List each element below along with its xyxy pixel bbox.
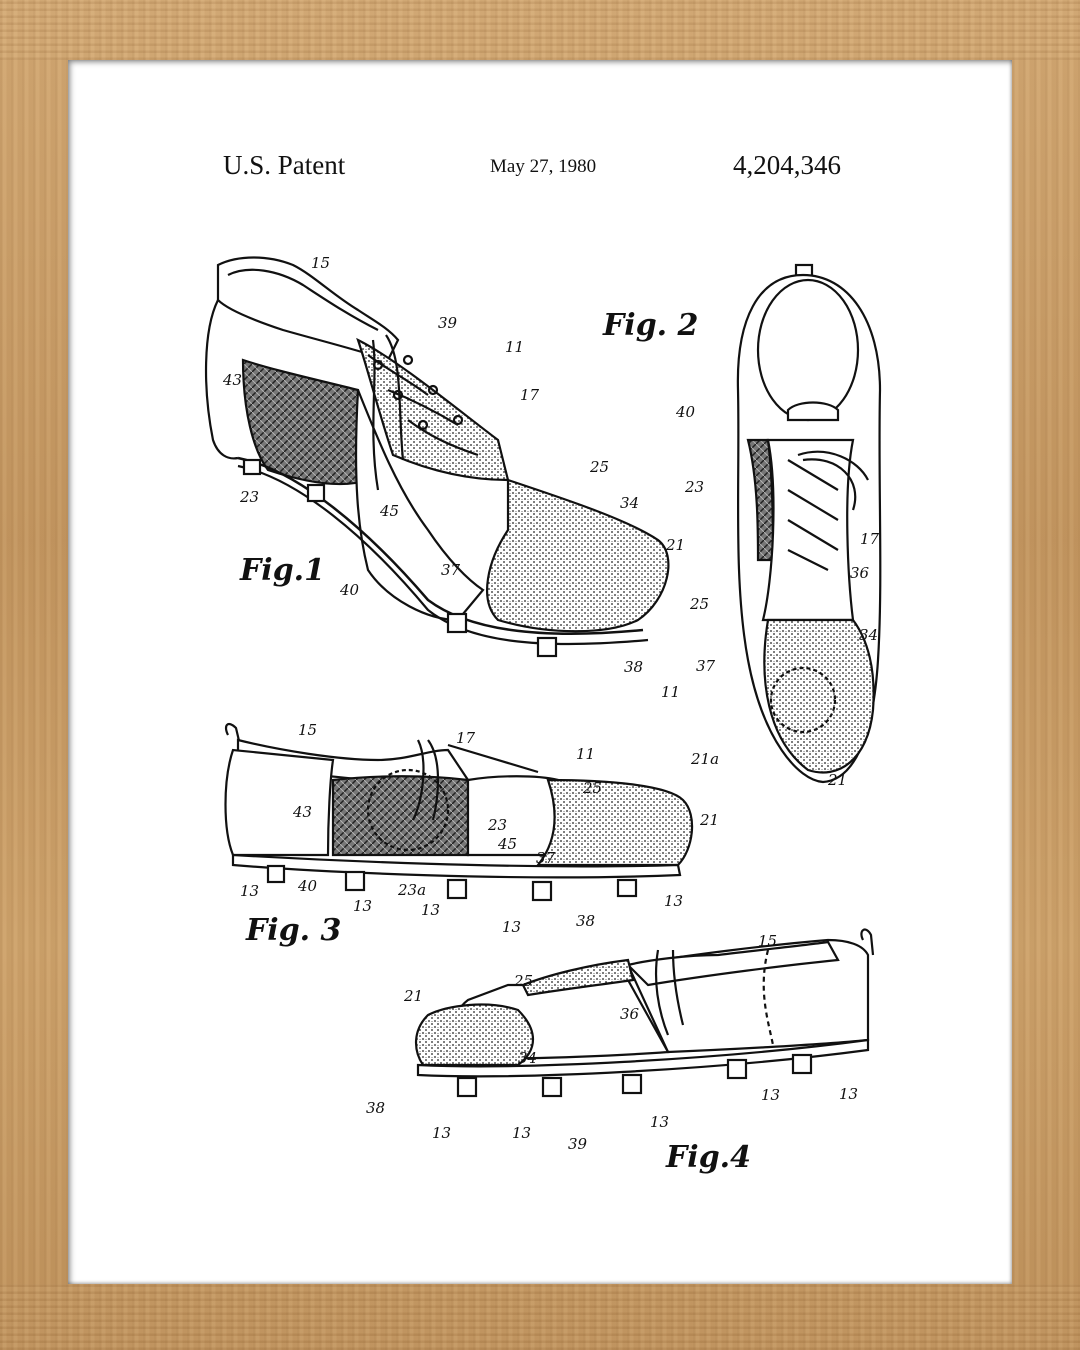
- ref-label: 38: [624, 658, 643, 676]
- ref-label: 37: [696, 657, 716, 675]
- ref-label: 45: [379, 502, 399, 520]
- ref-label: 13: [664, 892, 683, 910]
- ref-label: 15: [298, 721, 317, 739]
- ref-label: 21a: [690, 750, 719, 768]
- ref-label: 37: [441, 561, 461, 579]
- ref-label: 11: [661, 683, 680, 701]
- fig-3-title: Fig. 3: [245, 913, 341, 948]
- ref-label: 43: [222, 371, 242, 389]
- patent-sheet: U.S. Patent May 27, 1980 4,204,346: [68, 60, 1012, 1284]
- figure-4-shoe-side-view: [415, 928, 875, 1098]
- ref-label: 34: [859, 626, 878, 644]
- ref-label: 38: [576, 912, 595, 930]
- patent-drawing: Fig.1 Fig. 2 Fig. 3 Fig.4 15 39 11 43 17…: [204, 254, 882, 1175]
- figure-2-shoe-top-view: [736, 263, 882, 784]
- ref-label: 17: [860, 530, 880, 548]
- ref-label: 38: [366, 1099, 385, 1117]
- ref-label: 36: [850, 564, 870, 582]
- ref-label: 43: [292, 803, 312, 821]
- ref-label: 13: [240, 882, 259, 900]
- ref-label: 13: [353, 897, 372, 915]
- ref-label: 39: [438, 314, 458, 332]
- ref-label: 40: [339, 581, 360, 599]
- ref-label: 21: [827, 771, 847, 789]
- ref-label: 23: [684, 478, 704, 496]
- ref-label: 21: [699, 811, 719, 829]
- ref-label: 36: [620, 1005, 640, 1023]
- ref-label: 17: [520, 386, 540, 404]
- fig-2-title: Fig. 2: [602, 308, 698, 343]
- ref-label: 21: [403, 987, 423, 1005]
- ref-label: 34: [518, 1049, 537, 1067]
- patent-date: May 27, 1980: [490, 156, 597, 177]
- ref-label: 40: [675, 403, 696, 421]
- ref-label: 15: [311, 254, 330, 272]
- ref-label: 13: [512, 1124, 531, 1142]
- ref-label: 13: [502, 918, 521, 936]
- ref-label: 25: [689, 595, 709, 613]
- ref-label: 11: [505, 338, 524, 356]
- ref-label: 25: [513, 972, 533, 990]
- ref-label: 13: [839, 1085, 858, 1103]
- frame-bottom-rail: [0, 1284, 1080, 1350]
- fig-1-title: Fig.1: [239, 553, 325, 588]
- ref-label: 37: [536, 849, 556, 867]
- ref-label: 23a: [397, 881, 426, 899]
- ref-label: 45: [497, 835, 517, 853]
- frame-top-rail: [0, 0, 1080, 60]
- ref-label: 39: [568, 1135, 588, 1153]
- ref-label: 34: [620, 494, 639, 512]
- ref-label: 17: [456, 729, 476, 747]
- ref-label: 23: [487, 816, 507, 834]
- ref-label: 25: [589, 458, 609, 476]
- ref-label: 13: [761, 1086, 780, 1104]
- patent-number: 4,204,346: [733, 150, 841, 180]
- ref-label: 13: [432, 1124, 451, 1142]
- figure-3-shoe-side-view: [224, 722, 694, 902]
- ref-label: 11: [576, 745, 595, 763]
- ref-label: 13: [421, 901, 440, 919]
- ref-label: 15: [758, 932, 777, 950]
- patent-label: U.S. Patent: [223, 150, 346, 180]
- ref-label: 21: [665, 536, 685, 554]
- fig-4-title: Fig.4: [665, 1140, 751, 1175]
- ref-label: 23: [239, 488, 259, 506]
- figure-labels: Fig.1 Fig. 2 Fig. 3 Fig.4 15 39 11 43 17…: [222, 254, 880, 1175]
- ref-label: 40: [297, 877, 318, 895]
- ref-label: 25: [582, 779, 602, 797]
- ref-label: 13: [650, 1113, 669, 1131]
- figure-1-shoe: [204, 256, 670, 658]
